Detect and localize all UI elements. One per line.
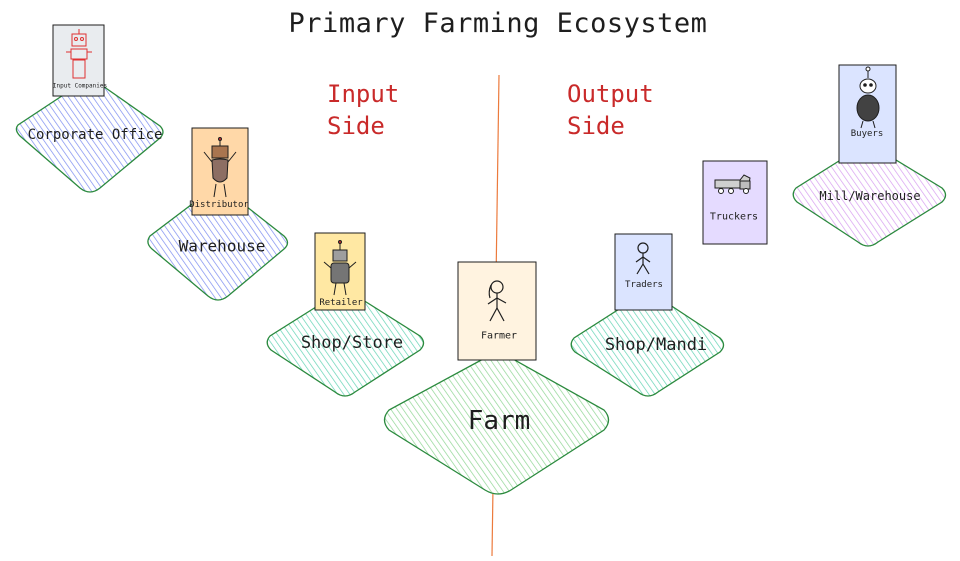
actor-truckers: Truckers bbox=[709, 211, 759, 223]
input-side-label-line-1: Input bbox=[327, 80, 400, 108]
node-corporate-office: Corporate Office bbox=[27, 127, 163, 143]
robot-icon-input-companies bbox=[66, 29, 92, 79]
card-truckers bbox=[702, 160, 768, 245]
output-side-label: Output Side bbox=[567, 78, 654, 142]
diagram-title: Primary Farming Ecosystem bbox=[288, 8, 708, 39]
node-shop-mandi: Shop/Mandi bbox=[604, 335, 708, 355]
actor-buyers: Buyers bbox=[850, 129, 884, 139]
output-side-label-line-1: Output bbox=[567, 80, 654, 108]
truck-icon-truckers bbox=[714, 174, 751, 194]
node-mill-warehouse: Mill/Warehouse bbox=[819, 189, 921, 203]
actor-retailer: Retailer bbox=[319, 298, 363, 308]
robot-icon-retailer bbox=[323, 240, 357, 296]
actor-farmer: Farmer bbox=[480, 330, 518, 342]
node-farm: Farm bbox=[467, 406, 531, 436]
actor-input-companies: Input Companies bbox=[52, 82, 108, 90]
input-side-label: Input Side bbox=[327, 78, 399, 142]
card-farmer bbox=[457, 261, 537, 361]
node-warehouse: Warehouse bbox=[178, 236, 266, 256]
output-side-label-line-2: Side bbox=[567, 112, 625, 140]
person-icon-farmer bbox=[487, 280, 507, 322]
stick-figure-icon-traders bbox=[635, 242, 651, 275]
robot-icon-buyers bbox=[856, 66, 880, 129]
actor-distributor: Distributor bbox=[189, 200, 249, 210]
card-traders bbox=[614, 233, 673, 311]
robot-icon-distributor bbox=[203, 137, 237, 198]
node-shop-store: Shop/Store bbox=[300, 333, 404, 353]
input-side-label-line-2: Side bbox=[327, 112, 385, 140]
actor-traders: Traders bbox=[625, 280, 663, 290]
